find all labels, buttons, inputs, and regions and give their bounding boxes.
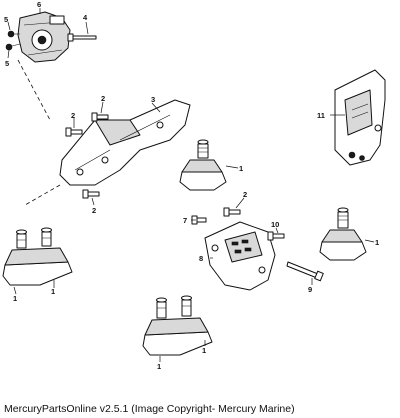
callout-2-a: 2: [71, 111, 75, 120]
callout-7: 7: [183, 216, 187, 225]
callout-9: 9: [308, 285, 312, 294]
part-3-mounting-bracket[interactable]: [59, 99, 191, 186]
callout-4: 4: [83, 13, 88, 22]
callout-2-d: 2: [243, 190, 247, 199]
callout-1-right: 1: [375, 238, 379, 247]
callout-8: 8: [199, 254, 203, 263]
callout-1-bottom-b: 1: [202, 346, 206, 355]
part-2-bolt-d[interactable]: [223, 207, 241, 217]
part-5-bolt-lower[interactable]: [5, 43, 21, 51]
part-11-bracket-assembly[interactable]: [334, 69, 386, 166]
assembly-guide-line: [17, 59, 61, 206]
leader-lines: [7, 8, 375, 362]
part-2-bolt-b[interactable]: [91, 112, 109, 122]
callout-2-c: 2: [92, 206, 96, 215]
part-2-bolt-a[interactable]: [65, 127, 83, 137]
part-1-mount-right[interactable]: [319, 207, 367, 261]
part-4-long-bolt[interactable]: [67, 33, 97, 42]
callout-1-left-a: 1: [13, 294, 17, 303]
part-1-mount-double-bottom[interactable]: [142, 295, 213, 356]
callout-5-upper: 5: [4, 15, 8, 24]
part-9-long-bolt[interactable]: [286, 261, 324, 282]
callout-2-b: 2: [101, 94, 105, 103]
callout-5-lower: 5: [5, 59, 9, 68]
part-2-bolt-c[interactable]: [82, 189, 100, 199]
part-10-stud[interactable]: [267, 231, 285, 241]
copyright-footer: MercuryPartsOnline v2.5.1 (Image Copyrig…: [4, 403, 295, 415]
callout-3: 3: [151, 95, 155, 104]
callout-10: 10: [271, 220, 279, 229]
callout-11: 11: [317, 111, 325, 120]
callout-1-bottom-a: 1: [157, 362, 161, 371]
part-6-engine-component[interactable]: [17, 11, 71, 63]
callout-6: 6: [37, 0, 41, 9]
callout-1-center: 1: [239, 164, 243, 173]
callout-1-left-b: 1: [51, 287, 55, 296]
part-5-bolt-upper[interactable]: [7, 30, 20, 38]
part-1-mount-double-left[interactable]: [2, 227, 73, 286]
part-8-mount-plate[interactable]: [204, 221, 276, 291]
part-1-mount-center[interactable]: [179, 139, 227, 191]
